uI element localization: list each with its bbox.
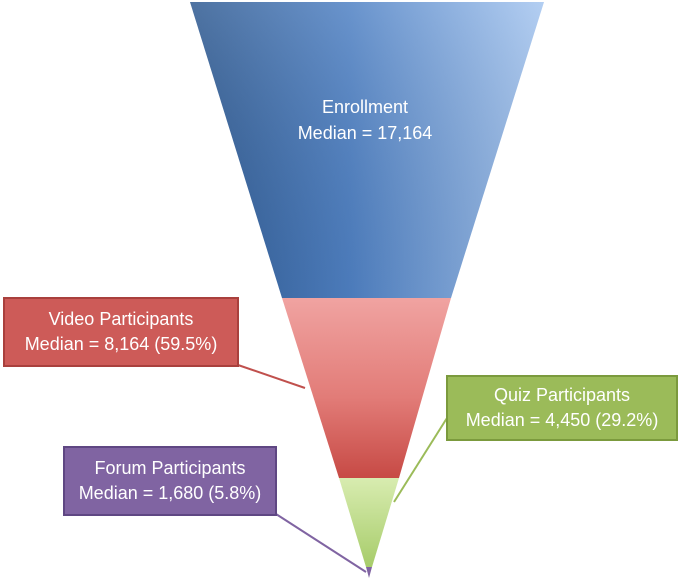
- forum-leader-line: [275, 513, 367, 573]
- video-title: Video Participants: [48, 309, 194, 329]
- quiz-title: Quiz Participants: [493, 385, 631, 405]
- video-value: Median = 8,164 (59.5%): [24, 334, 218, 354]
- enrollment-title: Enrollment: [321, 97, 409, 117]
- quiz-participants-callout: Quiz Participants Median = 4,450 (29.2%): [446, 375, 678, 441]
- forum-value: Median = 1,680 (5.8%): [78, 483, 262, 503]
- video-participants-callout: Video Participants Median = 8,164 (59.5%…: [3, 297, 239, 367]
- quiz-leader-line: [393, 417, 448, 503]
- funnel-segment-forum: [366, 567, 372, 578]
- enrollment-value: Median = 17,164: [297, 123, 433, 143]
- funnel-segment-video: [282, 298, 451, 478]
- forum-participants-callout: Forum Participants Median = 1,680 (5.8%): [63, 446, 277, 516]
- video-leader-line: [237, 364, 306, 389]
- funnel-segment-enrollment-shade: [190, 2, 544, 298]
- enrollment-label: Enrollment Median = 17,164: [250, 94, 480, 146]
- funnel-segment-quiz: [339, 478, 399, 567]
- forum-title: Forum Participants: [94, 458, 246, 478]
- quiz-value: Median = 4,450 (29.2%): [465, 410, 659, 430]
